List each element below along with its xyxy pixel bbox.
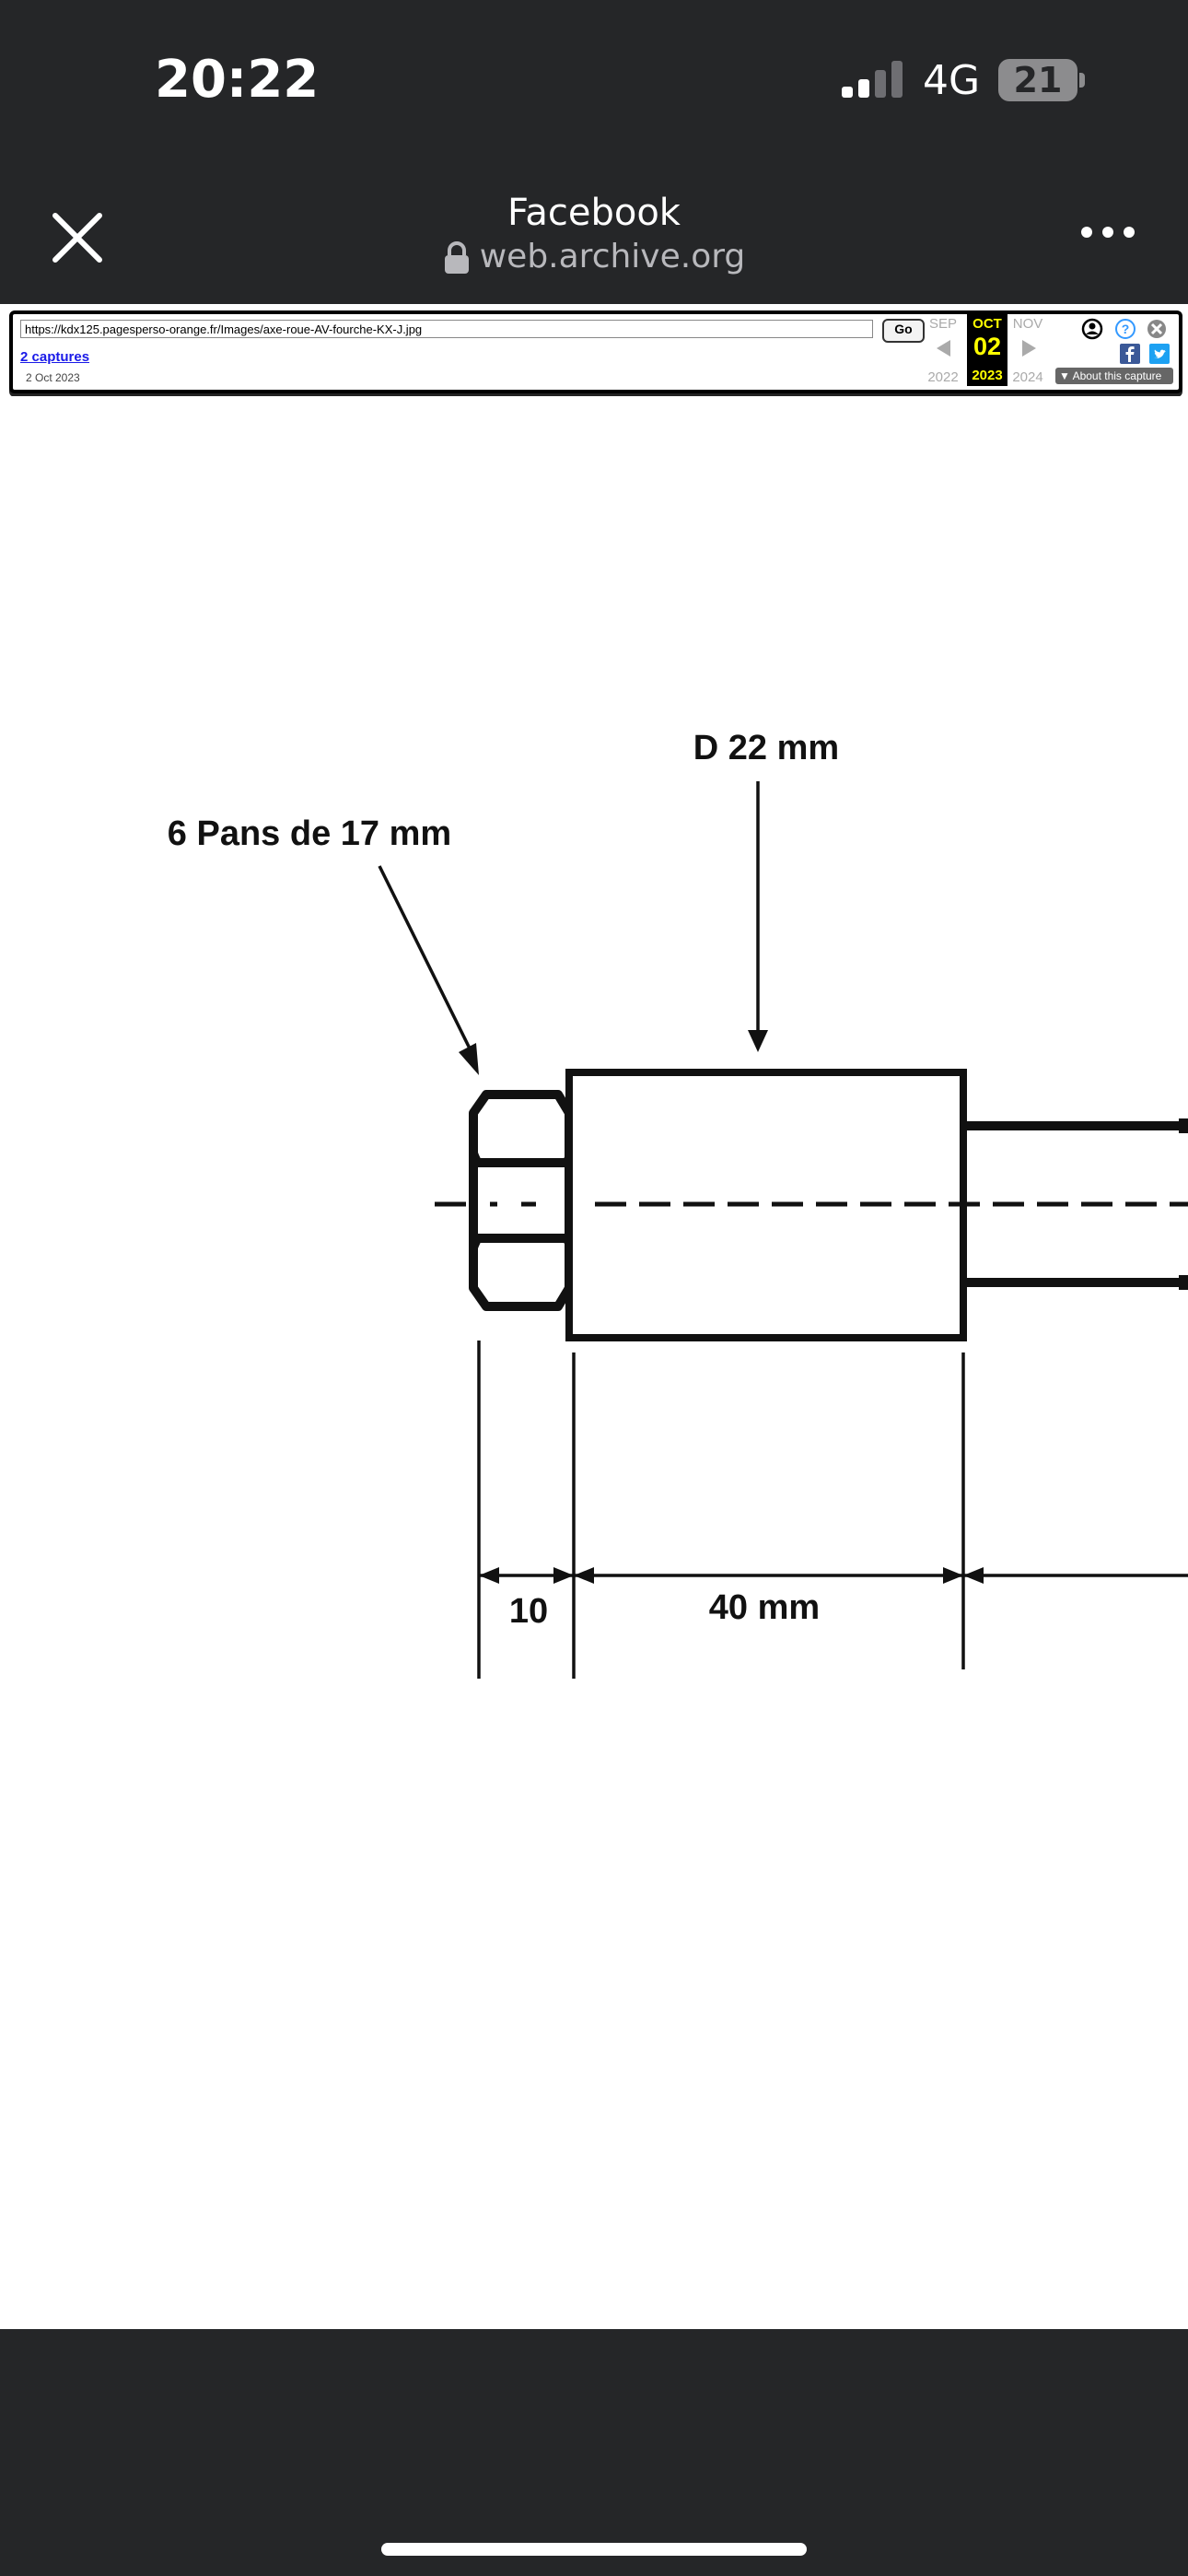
hex-nut	[469, 1090, 574, 1311]
page-title: Facebook	[507, 192, 681, 234]
next-month-label[interactable]: NOV	[1012, 316, 1043, 332]
bottom-bar	[0, 2329, 1188, 2576]
dimension-nut	[479, 1567, 574, 1584]
close-toolbar-icon[interactable]	[1146, 318, 1168, 340]
facebook-share-icon[interactable]	[1120, 344, 1140, 364]
about-capture-label: About this capture	[1072, 369, 1162, 382]
wayback-go-button[interactable]: Go	[882, 319, 925, 343]
extension-lines	[477, 1341, 965, 1679]
user-icon[interactable]	[1081, 318, 1103, 340]
current-day: 02	[973, 333, 1002, 360]
cellular-signal-icon	[842, 61, 903, 98]
nut-length-label: 10	[509, 1592, 548, 1631]
more-icon[interactable]	[1079, 221, 1136, 243]
diameter-arrow	[748, 781, 768, 1052]
prev-month-label[interactable]: SEP	[928, 316, 957, 332]
browser-nav-bar: Facebook web.archive.org	[0, 166, 1188, 304]
clock: 20:22	[155, 50, 320, 110]
lock-icon	[444, 241, 469, 274]
body-length-label: 40 mm	[709, 1588, 820, 1627]
diameter-label: D 22 mm	[693, 729, 839, 767]
battery-nub	[1079, 73, 1085, 88]
wayback-url-input[interactable]: https://kdx125.pagesperso-orange.fr/Imag…	[20, 320, 873, 338]
svg-text:?: ?	[1122, 322, 1130, 336]
axle-body	[565, 1069, 967, 1341]
prev-capture-icon[interactable]	[934, 338, 954, 358]
status-bar: 20:22 4G 21	[0, 0, 1188, 166]
archived-image-area: D 22 mm 6 Pans de 17 mm 10 40 mm	[0, 396, 1188, 2331]
home-indicator[interactable]	[381, 2543, 807, 2556]
battery-icon: 21	[998, 59, 1077, 101]
captures-link[interactable]: 2 captures	[20, 349, 90, 365]
about-capture-button[interactable]: ▼ About this capture	[1055, 368, 1173, 384]
prev-year-label[interactable]: 2022	[927, 369, 959, 385]
battery-level: 21	[1013, 60, 1063, 100]
dimension-body	[574, 1567, 963, 1584]
network-type: 4G	[923, 57, 981, 104]
twitter-share-icon[interactable]	[1149, 344, 1170, 364]
close-icon[interactable]	[48, 208, 107, 267]
hex-label: 6 Pans de 17 mm	[168, 814, 451, 853]
current-month: OCT	[973, 316, 1002, 332]
url-text: web.archive.org	[479, 238, 746, 275]
help-icon[interactable]: ?	[1114, 318, 1136, 340]
current-capture: OCT 02 2023	[967, 314, 1007, 386]
next-capture-icon[interactable]	[1019, 338, 1039, 358]
url-display[interactable]: web.archive.org	[0, 238, 1188, 275]
dimension-shaft	[963, 1567, 1188, 1584]
hex-arrow	[378, 865, 479, 1075]
current-year: 2023	[972, 368, 1003, 383]
axle-technical-drawing: D 22 mm 6 Pans de 17 mm 10 40 mm	[168, 729, 1188, 1679]
next-year-label[interactable]: 2024	[1012, 369, 1043, 385]
wayback-toolbar: https://kdx125.pagesperso-orange.fr/Imag…	[9, 310, 1182, 393]
captures-date: 2 Oct 2023	[26, 371, 80, 384]
axle-shaft	[963, 1118, 1188, 1290]
